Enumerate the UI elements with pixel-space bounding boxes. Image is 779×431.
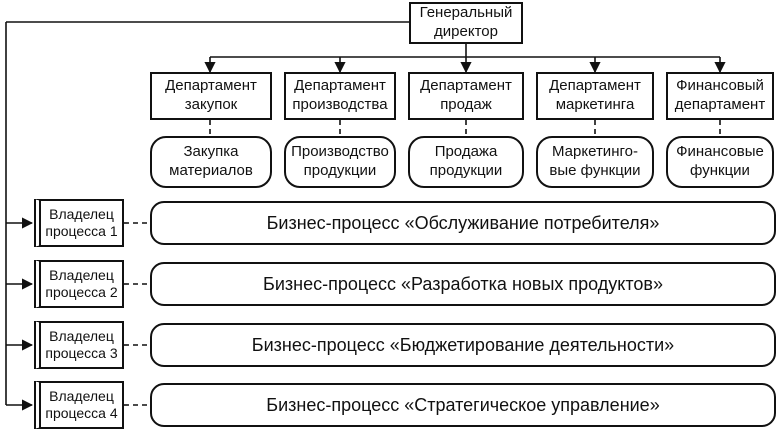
function-label: Маркетинго- вые функции bbox=[549, 143, 641, 179]
department-purchasing: Департамент закупок bbox=[150, 72, 272, 120]
director-label: Генеральный директор bbox=[419, 4, 513, 40]
department-label: Департамент маркетинга bbox=[549, 77, 641, 113]
department-production: Департамент производства bbox=[284, 72, 396, 120]
department-label: Департамент производства bbox=[292, 77, 388, 113]
function-sales: Продажа продукции bbox=[408, 136, 524, 188]
function-label: Закупка материалов bbox=[169, 143, 253, 179]
business-process-4: Бизнес-процесс «Стратегическое управлени… bbox=[150, 383, 776, 427]
process-label: Бизнес-процесс «Стратегическое управлени… bbox=[266, 394, 660, 415]
process-owner-3: Владелец процесса 3 bbox=[34, 321, 124, 369]
owner-label: Владелец процесса 1 bbox=[45, 205, 118, 240]
owner-label: Владелец процесса 4 bbox=[45, 387, 118, 422]
function-label: Производство продукции bbox=[291, 143, 389, 179]
function-purchasing: Закупка материалов bbox=[150, 136, 272, 188]
function-finance: Финансовые функции bbox=[666, 136, 774, 188]
department-label: Департамент продаж bbox=[420, 77, 512, 113]
process-owner-1: Владелец процесса 1 bbox=[34, 199, 124, 247]
process-owner-2: Владелец процесса 2 bbox=[34, 260, 124, 308]
department-label: Финансовый департамент bbox=[674, 77, 766, 113]
process-label: Бизнес-процесс «Бюджетирование деятельно… bbox=[251, 334, 675, 355]
business-process-3: Бизнес-процесс «Бюджетирование деятельно… bbox=[150, 323, 776, 367]
owner-label: Владелец процесса 2 bbox=[45, 266, 118, 301]
function-label: Продажа продукции bbox=[429, 143, 503, 179]
business-process-2: Бизнес-процесс «Разработка новых продукт… bbox=[150, 262, 776, 306]
process-owner-4: Владелец процесса 4 bbox=[34, 381, 124, 429]
function-production: Производство продукции bbox=[284, 136, 396, 188]
function-marketing: Маркетинго- вые функции bbox=[536, 136, 654, 188]
department-sales: Департамент продаж bbox=[408, 72, 524, 120]
director-box: Генеральный директор bbox=[409, 2, 523, 44]
department-label: Департамент закупок bbox=[165, 77, 257, 113]
department-marketing: Департамент маркетинга bbox=[536, 72, 654, 120]
business-process-1: Бизнес-процесс «Обслуживание потребителя… bbox=[150, 201, 776, 245]
process-label: Бизнес-процесс «Разработка новых продукт… bbox=[263, 273, 663, 294]
process-label: Бизнес-процесс «Обслуживание потребителя… bbox=[266, 212, 660, 233]
function-label: Финансовые функции bbox=[676, 143, 764, 179]
department-finance: Финансовый департамент bbox=[666, 72, 774, 120]
owner-label: Владелец процесса 3 bbox=[45, 327, 118, 362]
